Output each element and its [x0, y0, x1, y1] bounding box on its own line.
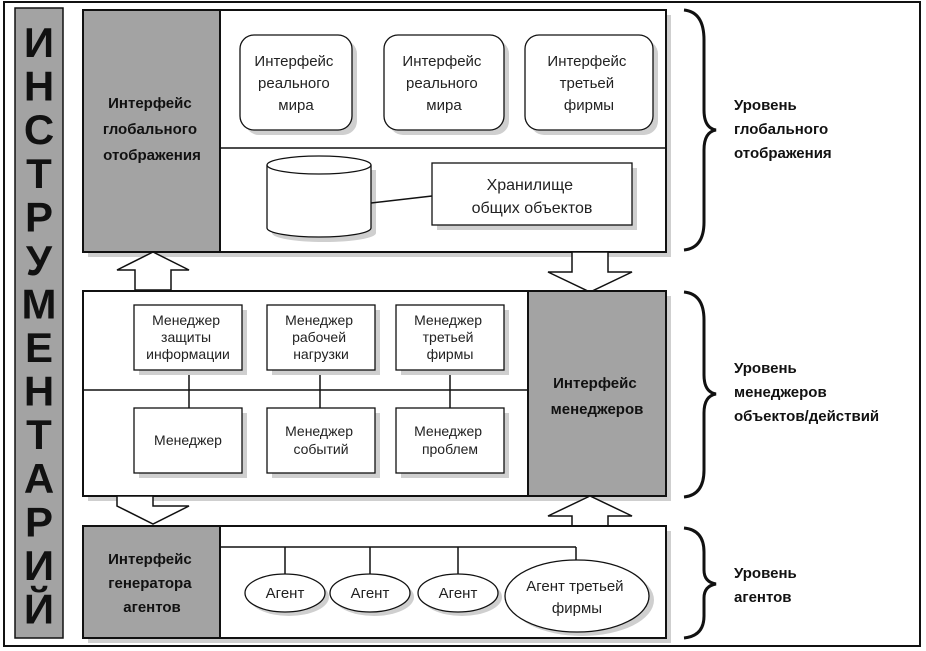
sidebar-letter: А	[24, 455, 54, 502]
agents-level-brace	[683, 526, 717, 640]
manager-interface-panel	[527, 290, 667, 497]
managers-level-label: Уровень менеджеров объектов/действий	[734, 360, 879, 425]
agent-third-party-label: Агент третьей фирмы	[526, 578, 627, 617]
agents-level-label: Уровень агентов	[734, 565, 801, 606]
agent-third-party	[504, 559, 650, 633]
agent-2-label: Агент	[351, 585, 390, 602]
real-world-interface-2-label: Интерфейс реального мира	[402, 53, 485, 114]
workload-manager-label: Менеджер рабочей нагрузки	[285, 312, 357, 362]
third-party-manager-label: Менеджер третьей фирмы	[414, 312, 486, 362]
real-world-interface-2	[383, 34, 505, 131]
manager-interface-label: Интерфейс менеджеров	[551, 375, 644, 418]
down-arrow-to-managers	[547, 251, 633, 293]
shared-object-storage-label: Хранилище общих объектов	[472, 177, 593, 217]
sidebar-letter: У	[26, 237, 53, 284]
shared-object-storage	[431, 162, 633, 226]
generic-manager-label: Менеджер	[154, 432, 222, 448]
sidebar-letter: С	[24, 106, 54, 153]
sidebar-panel	[14, 7, 64, 639]
down-arrow-to-agents	[116, 495, 190, 525]
sidebar-letter: Т	[26, 411, 52, 458]
third-party-interface-label: Интерфейс третьей фирмы	[547, 53, 630, 114]
real-world-interface-1-label: Интерфейс реального мира	[254, 53, 337, 114]
database-icon	[266, 155, 376, 242]
sidebar-letter: Р	[25, 498, 53, 545]
agent-generator-panel	[82, 525, 221, 639]
sidebar-letter: Н	[24, 63, 54, 110]
global-interface-label: Интерфейс глобального отображения	[103, 95, 201, 164]
sidebar-letter: Р	[25, 193, 53, 240]
sidebar-letter: Н	[24, 368, 54, 415]
sidebar-letter: И	[24, 19, 54, 66]
agent-1	[244, 573, 326, 613]
storage-connector	[370, 195, 433, 204]
security-manager-label: Менеджер защиты информации	[146, 312, 230, 362]
global-level-brace	[683, 8, 717, 252]
agent-3-label: Агент	[439, 585, 478, 602]
events-manager	[266, 407, 376, 474]
sidebar-letter: М	[22, 280, 57, 327]
agent-generator-label: Интерфейс генератора агентов	[108, 551, 196, 616]
managers-level-brace	[683, 290, 717, 499]
problems-manager	[395, 407, 505, 474]
third-party-manager	[395, 304, 505, 371]
sidebar-letter: И	[24, 542, 54, 589]
sidebar-letter: Е	[25, 324, 53, 371]
sidebar-letter: Т	[26, 150, 52, 197]
problems-manager-label: Менеджер проблем	[414, 423, 486, 457]
third-party-interface	[524, 34, 654, 131]
agent-1-label: Агент	[266, 585, 305, 602]
agent-3	[417, 573, 499, 613]
sidebar-letter: Й	[24, 584, 54, 632]
generic-manager	[133, 407, 243, 474]
global-interface-panel	[82, 9, 221, 253]
agent-2	[329, 573, 411, 613]
global-level-label: Уровень глобального отображения	[734, 97, 832, 162]
events-manager-label: Менеджер событий	[285, 423, 357, 457]
security-manager	[133, 304, 243, 371]
real-world-interface-1	[239, 34, 353, 131]
workload-manager	[266, 304, 376, 371]
